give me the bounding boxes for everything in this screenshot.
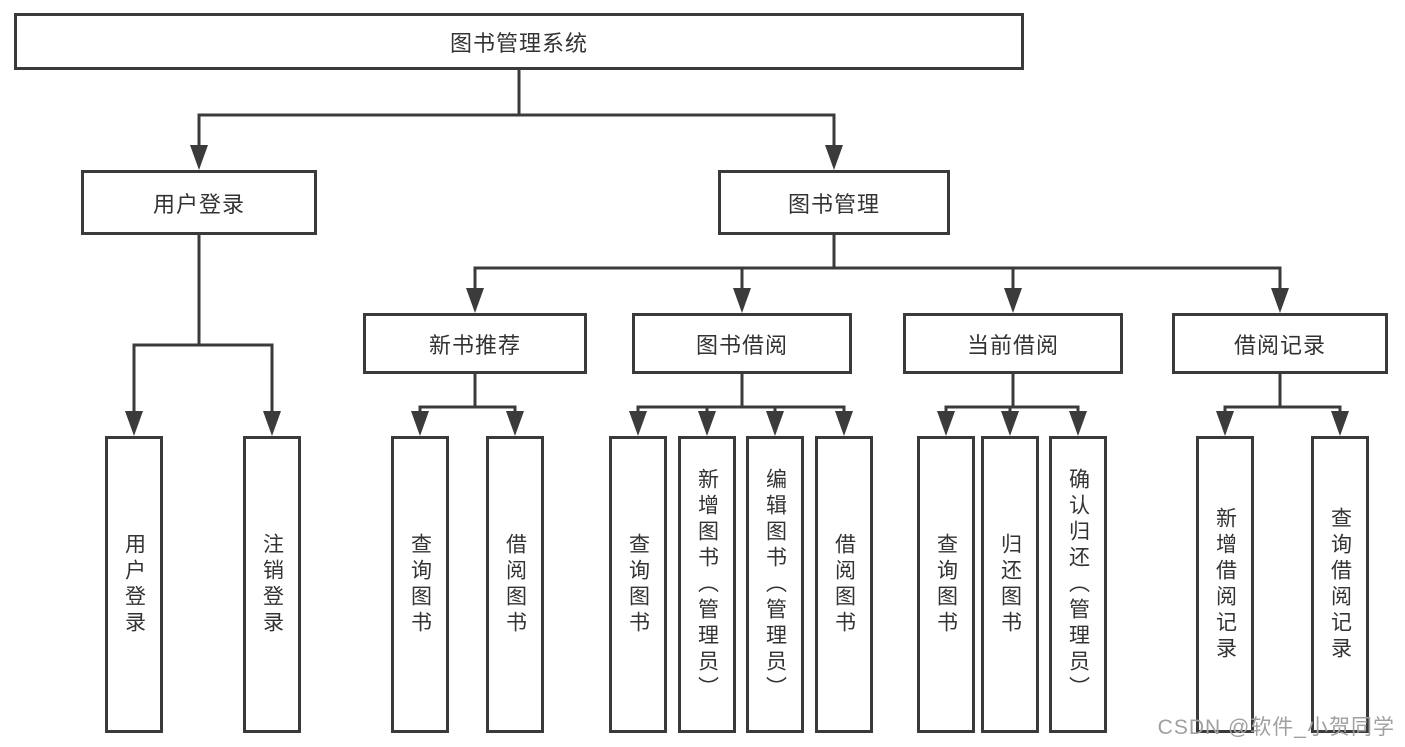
arrowhead-icon — [263, 411, 281, 436]
arrowhead-icon — [1069, 411, 1087, 436]
node-label: 查询借阅记录 — [1328, 506, 1352, 663]
arrowhead-icon — [1216, 411, 1234, 436]
node-label: 查询图书 — [934, 532, 958, 637]
node-leaf-edit-books-admin: 编辑图书（管理员） — [746, 436, 804, 733]
node-label: 图书管理系统 — [449, 30, 588, 56]
arrowhead-icon — [411, 411, 429, 436]
csdn-watermark: CSDN @软件_小贺同学 — [1157, 716, 1395, 739]
arrowhead-icon — [190, 145, 208, 170]
arrowhead-icon — [1004, 288, 1022, 313]
node-label: 当前借阅 — [966, 332, 1059, 358]
node-label: 编辑图书（管理员） — [763, 467, 787, 702]
node-leaf-add-borrow-record: 新增借阅记录 — [1196, 436, 1254, 733]
node-label: 用户登录 — [122, 532, 146, 637]
arrowhead-icon — [825, 145, 843, 170]
node-leaf-query-borrow-record: 查询借阅记录 — [1311, 436, 1369, 733]
node-new-book-recommend: 新书推荐 — [363, 313, 587, 374]
node-label: 新书推荐 — [428, 332, 521, 358]
arrowhead-icon — [835, 411, 853, 436]
arrowhead-icon — [629, 411, 647, 436]
node-user-login: 用户登录 — [81, 170, 317, 235]
node-leaf-query-books: 查询图书 — [609, 436, 667, 733]
node-leaf-add-books-admin: 新增图书（管理员） — [678, 436, 736, 733]
node-book-borrowing: 图书借阅 — [632, 313, 852, 374]
node-leaf-confirm-return-admin: 确认归还（管理员） — [1049, 436, 1107, 733]
node-label: 注销登录 — [260, 532, 284, 637]
node-label: 图书借阅 — [695, 332, 788, 358]
node-label: 新增借阅记录 — [1213, 506, 1237, 663]
arrowhead-icon — [466, 288, 484, 313]
node-leaf-logout: 注销登录 — [243, 436, 301, 733]
node-leaf-user-login: 用户登录 — [105, 436, 163, 733]
node-leaf-query-books: 查询图书 — [917, 436, 975, 733]
arrowhead-icon — [1271, 288, 1289, 313]
arrowhead-icon — [937, 411, 955, 436]
arrowhead-icon — [698, 411, 716, 436]
node-book-management: 图书管理 — [718, 170, 950, 235]
node-label: 借阅记录 — [1233, 332, 1326, 358]
node-label: 确认归还（管理员） — [1066, 467, 1090, 702]
node-label: 借阅图书 — [832, 532, 856, 637]
arrowhead-icon — [506, 411, 524, 436]
node-label: 归还图书 — [998, 532, 1022, 637]
node-leaf-return-books: 归还图书 — [981, 436, 1039, 733]
arrowhead-icon — [733, 288, 751, 313]
node-label: 图书管理 — [787, 191, 880, 217]
arrowhead-icon — [1331, 411, 1349, 436]
node-leaf-borrow-books: 借阅图书 — [486, 436, 544, 733]
arrowhead-icon — [125, 411, 143, 436]
node-borrowing-records: 借阅记录 — [1172, 313, 1388, 374]
node-label: 查询图书 — [408, 532, 432, 637]
node-leaf-borrow-books: 借阅图书 — [815, 436, 873, 733]
node-library-management-system: 图书管理系统 — [14, 13, 1024, 70]
arrowhead-icon — [1001, 411, 1019, 436]
node-label: 用户登录 — [152, 191, 245, 217]
node-label: 新增图书（管理员） — [695, 467, 719, 702]
node-label: 查询图书 — [626, 532, 650, 637]
node-current-borrowing: 当前借阅 — [903, 313, 1123, 374]
node-leaf-query-books: 查询图书 — [391, 436, 449, 733]
arrowhead-icon — [766, 411, 784, 436]
node-label: 借阅图书 — [503, 532, 527, 637]
